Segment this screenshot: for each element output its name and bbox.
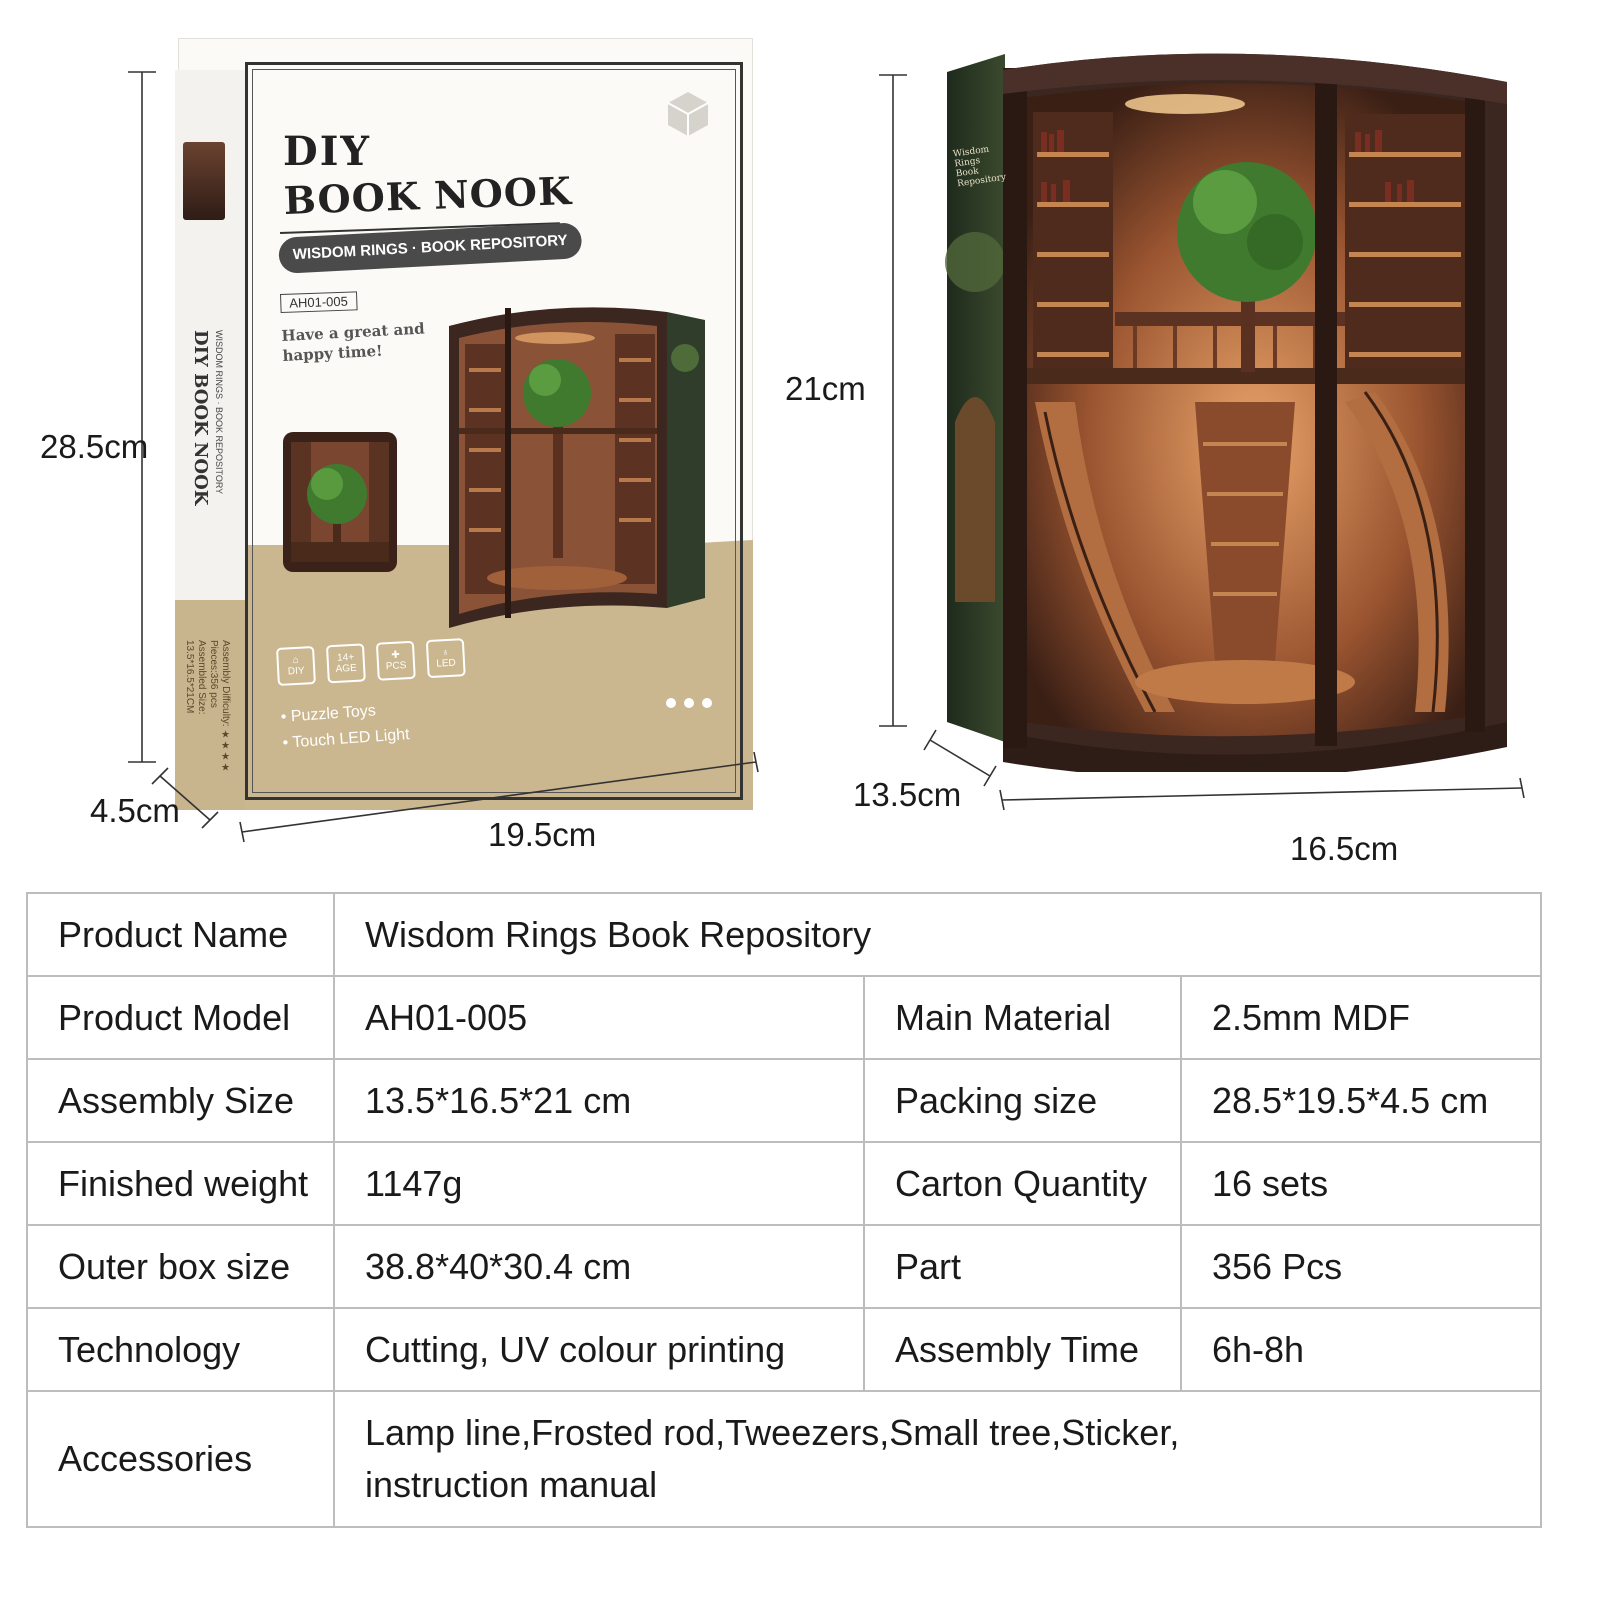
model-height-label: 21cm — [785, 370, 866, 407]
box-spine-text: DIY BOOK NOOK WISDOM RINGS · BOOK REPOSI… — [190, 330, 230, 550]
spec-value: AH01-005 — [333, 975, 865, 1060]
spec-label: Technology — [26, 1307, 335, 1392]
model-depth-label: 13.5cm — [853, 776, 962, 813]
spec-label: Product Model — [26, 975, 335, 1060]
spec-value: 1147g — [333, 1141, 865, 1226]
spec-label: Part — [863, 1224, 1182, 1309]
spec-value: 38.8*40*30.4 cm — [333, 1224, 865, 1309]
box-product-image — [445, 298, 709, 628]
table-row: Technology Cutting, UV colour printing A… — [26, 1307, 1543, 1392]
spec-value: Lamp line,Frosted rod,Tweezers,Small tre… — [332, 1390, 1543, 1528]
spec-label: Product Name — [26, 892, 335, 977]
spec-label: Accessories — [26, 1390, 335, 1528]
box-frame-inner — [252, 69, 736, 793]
accessories-line2: instruction manual — [365, 1464, 658, 1505]
box-width-label: 19.5cm — [488, 816, 597, 853]
spec-value: 2.5mm MDF — [1179, 975, 1543, 1060]
table-row: Assembly Size 13.5*16.5*21 cm Packing si… — [26, 1058, 1543, 1143]
cube-logo-icon — [667, 92, 709, 136]
assembled-book-nook-image: Wisdom Rings Book Repository — [945, 42, 1510, 779]
spec-value: 356 Pcs — [1179, 1224, 1543, 1309]
table-row: Finished weight 1147g Carton Quantity 16… — [26, 1141, 1543, 1226]
model-side-sign: Wisdom Rings Book Repository — [952, 144, 1007, 190]
box-frame — [245, 62, 743, 800]
accessories-line1: Lamp line,Frosted rod,Tweezers,Small tre… — [365, 1412, 1180, 1453]
table-row: Product Name Wisdom Rings Book Repositor… — [26, 892, 1543, 977]
spec-label: Finished weight — [26, 1141, 335, 1226]
spec-label: Carton Quantity — [863, 1141, 1182, 1226]
spec-label: Packing size — [863, 1058, 1182, 1143]
box-dots — [666, 698, 712, 708]
spec-label: Main Material — [863, 975, 1182, 1060]
box-side-info: Assembly Difficulty: ★★★★ Pieces:356 pcs… — [184, 640, 231, 774]
box-height-label: 28.5cm — [40, 428, 149, 465]
table-row: Accessories Lamp line,Frosted rod,Tweeze… — [26, 1390, 1543, 1528]
spec-label: Assembly Size — [26, 1058, 335, 1143]
spine-thumbnail — [183, 142, 225, 220]
dimension-lines — [128, 71, 1525, 843]
spine-title: DIY BOOK NOOK — [190, 330, 211, 506]
model-width-label: 16.5cm — [1290, 830, 1399, 867]
table-row: Product Model AH01-005 Main Material 2.5… — [26, 975, 1543, 1060]
spine-subtitle: WISDOM RINGS · BOOK REPOSITORY — [214, 330, 224, 495]
spec-value: 13.5*16.5*21 cm — [333, 1058, 865, 1143]
spec-label: Outer box size — [26, 1224, 335, 1309]
spec-label: Assembly Time — [863, 1307, 1182, 1392]
spec-value: 16 sets — [1179, 1141, 1543, 1226]
box-depth-label: 4.5cm — [90, 792, 180, 829]
spec-value: Wisdom Rings Book Repository — [332, 892, 1543, 977]
spec-value: Cutting, UV colour printing — [333, 1307, 865, 1392]
box-spine-band — [175, 600, 245, 810]
box-thumbnail-image — [283, 432, 397, 572]
spec-value: 6h-8h — [1179, 1307, 1543, 1392]
spec-value: 28.5*19.5*4.5 cm — [1179, 1058, 1543, 1143]
table-row: Outer box size 38.8*40*30.4 cm Part 356 … — [26, 1224, 1543, 1309]
box-title-diy: DIY — [283, 128, 371, 175]
specifications-table: Product Name Wisdom Rings Book Repositor… — [26, 892, 1543, 1528]
